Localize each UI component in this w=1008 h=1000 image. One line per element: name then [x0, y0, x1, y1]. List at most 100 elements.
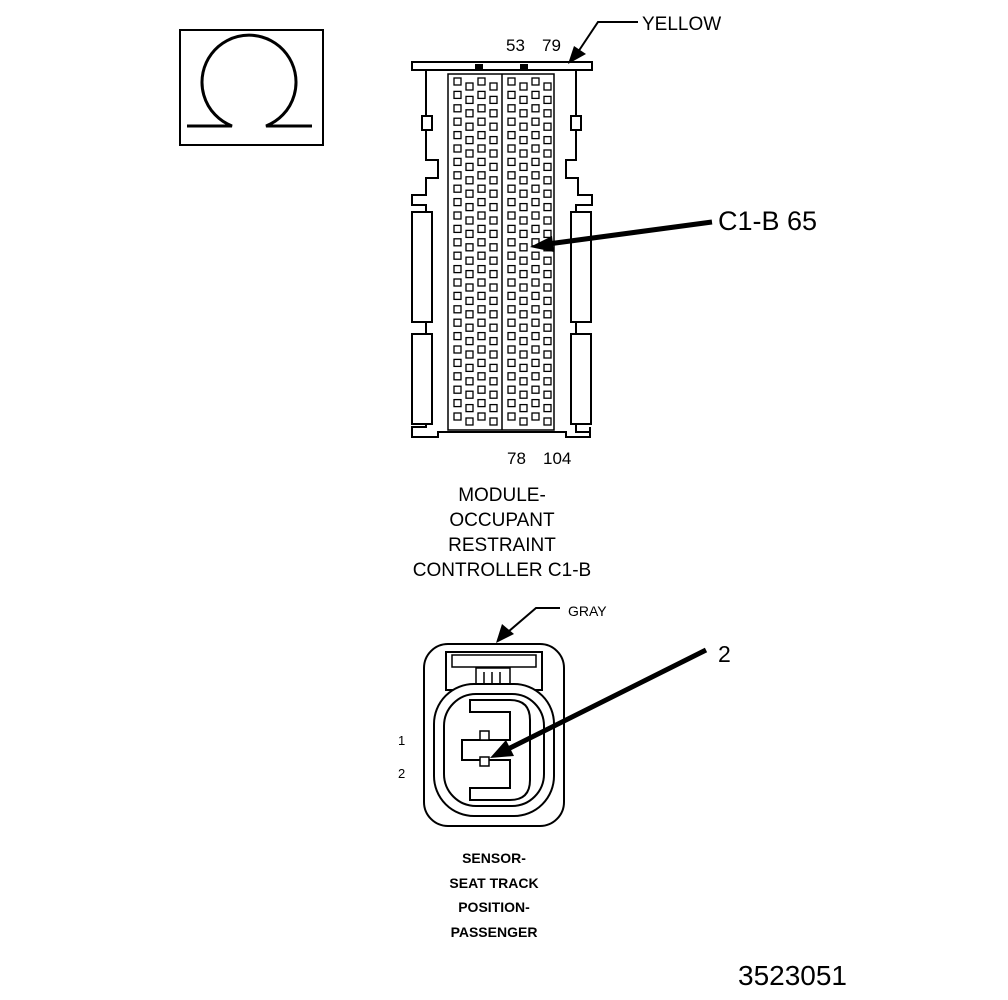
- c1b-pin-cavity: [489, 202, 498, 212]
- c1b-pin-cavity: [507, 345, 516, 354]
- c1b-pin-cavity: [465, 377, 474, 386]
- c1b-pin-cavity: [519, 296, 528, 306]
- c1b-pin-cavity: [465, 202, 474, 212]
- c1b-bottom-pin-left: 78: [507, 449, 526, 468]
- c1b-pin-cavity: [477, 77, 486, 86]
- c1b-pin-cavity: [465, 403, 474, 413]
- c1b-pin-cavity: [531, 130, 540, 140]
- c1b-pin-cavity: [477, 171, 486, 180]
- c1b-pin-cavity: [489, 109, 498, 118]
- sensor-color-label: GRAY: [568, 603, 607, 619]
- c1b-pin-cavity: [453, 291, 462, 301]
- c1b-pin-cavity: [531, 104, 540, 113]
- c1b-pin-cavity: [465, 82, 474, 91]
- sensor-pin-label-2: 2: [398, 766, 405, 781]
- figure-number: 3523051: [738, 960, 847, 991]
- c1b-pin-cavity: [477, 184, 486, 193]
- c1b-pin-cavity: [489, 417, 498, 426]
- c1b-pin-cavity: [489, 95, 498, 105]
- c1b-pin-cavity: [489, 162, 498, 172]
- c1b-pin-cavity: [465, 109, 474, 118]
- c1b-pin-cavity: [519, 269, 528, 279]
- c1b-pin-cavity: [489, 377, 498, 386]
- c1b-pin-cavity: [531, 264, 540, 274]
- c1b-pin-cavity: [543, 417, 552, 426]
- c1b-pin-cavity: [507, 385, 516, 394]
- c1b-pin-cavity: [489, 269, 498, 279]
- c1b-pin-cavity: [489, 216, 498, 225]
- c1b-pin-cavity: [507, 412, 516, 421]
- c1b-connector-body: [411, 61, 593, 438]
- c1b-pin-cavity: [519, 149, 528, 158]
- c1b-pin-cavity: [477, 211, 486, 220]
- c1b-pin-cavity: [543, 109, 552, 118]
- c1b-pin-cavity: [531, 224, 540, 234]
- c1b-pin-cavity: [531, 358, 540, 368]
- c1b-top-pin-right: 79: [542, 36, 561, 55]
- c1b-pin-cavity: [489, 256, 498, 265]
- c1b-pin-cavity: [531, 318, 540, 327]
- c1b-pin-cavity: [507, 318, 516, 327]
- c1b-pin-cavity: [543, 95, 552, 105]
- c1b-pin-cavity: [453, 305, 462, 314]
- c1b-pin-cavity: [519, 202, 528, 212]
- c1b-pin-cavity: [543, 216, 552, 225]
- c1b-pin-cavity: [507, 372, 516, 381]
- c1b-pin-cavity: [519, 135, 528, 145]
- c1b-bottom-pin-right: 104: [543, 449, 571, 468]
- c1b-pin-cavity: [477, 238, 486, 247]
- c1b-pin-cavity: [519, 417, 528, 426]
- c1b-pin-cavity: [543, 202, 552, 212]
- c1b-pin-cavity: [543, 403, 552, 413]
- c1b-pin-cavity: [453, 144, 462, 153]
- c1b-pin-cavity: [465, 256, 474, 265]
- c1b-pin-cavity: [543, 336, 552, 346]
- c1b-pin-cavity: [453, 157, 462, 167]
- c1b-pin-cavity: [477, 264, 486, 274]
- c1b-pin-cavity: [519, 336, 528, 346]
- c1b-pin-cavity: [519, 162, 528, 172]
- c1b-pin-cavity: [531, 345, 540, 354]
- c1b-top-pin-left: 53: [506, 36, 525, 55]
- c1b-pin-cavity: [531, 398, 540, 408]
- sensor-title-line: SENSOR-: [462, 850, 526, 866]
- c1b-pin-cavity: [453, 331, 462, 341]
- c1b-callout-label: C1-B 65: [718, 206, 817, 236]
- c1b-pin-cavity: [519, 283, 528, 292]
- c1b-pin-cavity: [507, 264, 516, 274]
- c1b-pin-cavity: [465, 162, 474, 172]
- sensor-callout-arrow: [490, 647, 708, 758]
- c1b-pin-cavity: [531, 90, 540, 100]
- c1b-pin-cavity: [453, 264, 462, 274]
- c1b-pin-cavity: [465, 390, 474, 399]
- c1b-pin-cavity: [477, 104, 486, 113]
- c1b-pin-cavity: [477, 398, 486, 408]
- c1b-pin-cavity: [477, 305, 486, 314]
- c1b-pin-cavity: [453, 130, 462, 140]
- c1b-pin-cavity: [465, 323, 474, 332]
- c1b-pin-cavity: [453, 224, 462, 234]
- c1b-pin-cavity: [507, 184, 516, 193]
- c1b-pin-cavity: [477, 144, 486, 153]
- c1b-pin-cavity: [465, 296, 474, 306]
- c1b-pin-cavity: [465, 269, 474, 279]
- c1b-pin-cavity: [507, 398, 516, 408]
- c1b-pin-cavity: [489, 229, 498, 239]
- c1b-pin-cavity: [477, 291, 486, 301]
- c1b-pin-cavity: [465, 243, 474, 252]
- c1b-pin-cavity: [453, 358, 462, 368]
- sensor-title-line: PASSENGER: [451, 924, 538, 940]
- c1b-pin-cavity: [543, 269, 552, 279]
- c1b-pin-cavity: [489, 243, 498, 252]
- c1b-pin-cavity: [519, 95, 528, 105]
- c1b-pin-cavity: [477, 251, 486, 260]
- c1b-pin-cavity: [543, 162, 552, 172]
- c1b-pin-cavity: [531, 184, 540, 193]
- c1b-pin-cavity: [453, 77, 462, 86]
- c1b-pin-cavity: [489, 390, 498, 399]
- c1b-pin-cavity: [489, 350, 498, 359]
- c1b-pin-cavity: [477, 157, 486, 167]
- c1b-callout-arrow: [530, 219, 713, 252]
- c1b-pin-cavity: [531, 278, 540, 287]
- c1b-pin-grid: [453, 77, 552, 426]
